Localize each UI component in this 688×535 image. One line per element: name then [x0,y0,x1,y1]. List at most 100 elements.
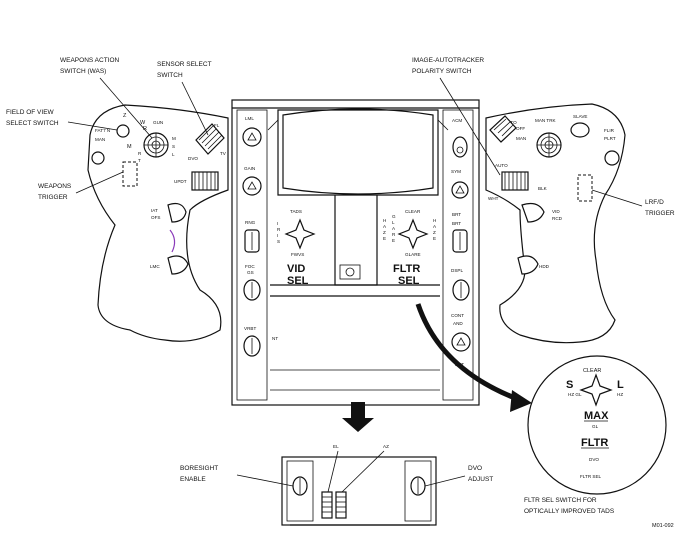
slave-button[interactable] [570,122,590,138]
svg-text:E: E [392,238,395,243]
boresight-callout-2: ENABLE [180,476,206,483]
iris-letters: I R I S [277,221,281,244]
brt-label-2: BRT [452,221,461,226]
center-controls: TADS I R I S FWVS VID SEL CLEAR GLARE H … [277,209,437,287]
grip-button-left[interactable] [91,151,105,165]
acm-label: ACM [452,118,462,123]
weapons-trigger[interactable] [122,161,138,187]
fl-label: FL [214,123,220,128]
inset-l: L [617,379,624,391]
off-label: OFF [516,126,525,131]
gs-label: GS [247,270,254,275]
cont-button[interactable] [451,332,471,352]
fltr-sel-inset: CLEAR S L HZ GL HZ MAX GL FLTR DVO FLTR … [527,355,667,495]
el-roller[interactable] [321,491,333,519]
brt-label-1: BRT [452,212,461,217]
t-label: T [138,158,141,163]
inset-gl: GL [592,424,599,429]
az-label: AZ [383,444,389,449]
r2-label: R [138,151,142,156]
svg-text:E: E [433,236,436,241]
was-hat[interactable] [143,132,169,158]
svg-text:G: G [392,214,396,219]
sensor-callout-2: SWITCH [157,72,183,79]
was-callout-2: SWITCH (WAS) [60,68,106,75]
lml-button[interactable] [242,127,262,147]
gain-label: GAIN [244,166,255,171]
svg-text:A: A [383,224,387,229]
svg-text:A: A [392,226,396,231]
boresight-callout-1: BORESIGHT [180,465,218,472]
autotracker-callout-2: POLARITY SWITCH [412,68,472,75]
gain-button[interactable] [242,176,262,196]
tv-label: TV [220,151,227,156]
svg-text:Z: Z [383,230,386,235]
right-hand-grip: SLAVE FLIR PLRT MAN TRK IMG AUTO OFF MAN… [485,103,626,344]
r-label: R [143,126,147,132]
z-label: Z [123,113,127,119]
svg-text:L: L [392,220,395,225]
foc-label: FOC [245,264,255,269]
dvo-callout-2: ADJUST [468,476,493,483]
man-label: MAN [516,136,526,141]
updt-label: UPDT [174,179,187,184]
hdd-switch[interactable] [517,255,539,275]
curved-arrow [415,303,532,412]
fov-switch[interactable] [116,124,130,138]
svg-text:R: R [392,232,396,237]
left-hand-grip: Z W FAT7 N MAN M GUN R M S L R T FL DVO [87,104,229,342]
iat-ofs-switch[interactable] [167,202,187,223]
trigger-callout-2: TRIGGER [38,194,68,201]
lml-label: LML [245,116,254,121]
gun-label: GUN [153,120,163,125]
svg-text:M: M [172,136,176,141]
w-label: W [140,120,146,126]
lmc-switch[interactable] [167,255,189,275]
rcd-label-grip: RCD [552,216,563,221]
svg-text:E: E [383,236,386,241]
sym-label: SYM [451,169,461,174]
updt-roller[interactable] [191,171,219,191]
wht-label: WHT [488,196,499,201]
dvo-callout-1: DVO [468,465,482,472]
fltr-caption-1: FLTR SEL SWITCH FOR [524,497,597,504]
rng-label: RNG [245,220,256,225]
lrfd-callout-1: LRF/D [645,199,664,206]
plrt-label: PLRT [604,136,616,141]
inset-fltr-sel: FLTR SEL [580,474,602,479]
image-autotracker-switch[interactable] [489,115,517,143]
az-roller[interactable] [335,491,347,519]
lrfd-callout-2: TRIGGER [645,210,675,217]
man-trk-label: MAN TRK [535,118,557,123]
svg-text:A: A [433,224,437,229]
glare-letters: G L A R E [392,214,396,243]
fltr-sel-switch[interactable] [397,218,429,250]
inset-hz-gl: HZ GL [568,392,582,397]
polarity-roller[interactable] [501,171,529,191]
fltr-sel-label: SEL [398,275,420,287]
svg-text:I: I [277,233,278,238]
hdd-label: HDD [539,264,550,269]
m-label: M [127,144,132,150]
vid-sel-switch[interactable] [284,218,316,250]
flir-plrt-button[interactable] [604,150,620,166]
center-panel [231,99,480,406]
lmc-label: LMC [150,264,160,269]
svg-text:L: L [172,152,175,157]
fltr-label: FLTR [393,263,420,275]
figure-id: M01-092 [652,523,674,529]
fov-callout-1: FIELD OF VIEW [6,109,55,116]
and-label: AND [453,321,463,326]
dspl-label: DSPL [451,268,463,273]
sym-button[interactable] [451,181,469,199]
autotracker-callout-1: IMAGE-AUTOTRACKER [412,57,484,64]
man-trk-hat[interactable] [536,132,562,158]
sensor-select-switch[interactable] [195,123,225,155]
vid-rcd-switch[interactable] [521,202,545,223]
haze-letters: H A Z E [383,218,387,241]
lrfd-trigger[interactable] [577,174,593,202]
fltr-caption-2: OPTICALLY IMPROVED TADS [524,508,615,515]
callout-labels: WEAPONS ACTION SWITCH (WAS) SENSOR SELEC… [6,57,675,217]
iat-label: IAT [151,208,158,213]
